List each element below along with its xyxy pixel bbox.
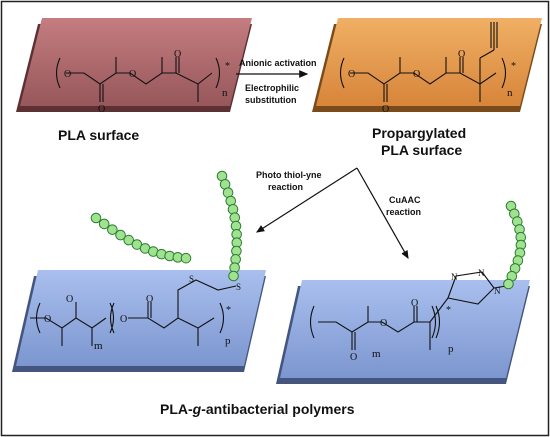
pla-o3: O (174, 49, 181, 60)
prop-o4: O (382, 104, 389, 115)
cu-m: m (372, 348, 381, 360)
thio-s1: S (189, 274, 194, 284)
arrow-cuaac (356, 167, 409, 260)
label-final: PLA-g-antibacterial polymers (160, 401, 355, 417)
cu-asterisk: * (446, 305, 451, 316)
cuaac-structure (309, 271, 507, 350)
polymer-bead-chains (90, 170, 527, 290)
thio-o1: O (44, 314, 51, 325)
thio-o2: O (120, 314, 127, 325)
label-thiolyne-1: Photo thiol-yne (256, 170, 322, 180)
label-cuaac-2: reaction (386, 207, 421, 217)
thiolyne-chain-1-bead (107, 224, 118, 235)
propargyl-slab (312, 18, 542, 112)
label-electrophilic-1: Electrophilic (245, 83, 299, 93)
pla-o2: O (129, 69, 136, 80)
label-final-g: g (192, 401, 202, 417)
arrow-thiolyne (255, 167, 358, 233)
thiolyne-chain-1-bead (123, 234, 135, 246)
thiolyne-chain-2-bead (228, 270, 239, 282)
thio-o3: O (146, 294, 153, 305)
thio-o4: O (66, 294, 73, 305)
cu-o1: O (380, 318, 387, 329)
thio-asterisk: * (226, 305, 231, 316)
thio-p: p (225, 335, 231, 347)
pla-structure (55, 57, 221, 102)
prop-o3: O (458, 49, 465, 60)
cu-p: p (448, 343, 454, 355)
thiolyne-chain-1-bead (90, 212, 102, 224)
label-propargylated-1: Propargylated (372, 125, 466, 141)
prop-o2: O (413, 69, 420, 80)
label-propargylated-2: PLA surface (381, 142, 462, 158)
prop-o1: O (348, 69, 355, 80)
thiolyne-structure (30, 279, 237, 346)
pla-slab (16, 18, 252, 112)
cu-n1: N (451, 272, 458, 282)
label-cuaac-1: CuAAC (389, 195, 421, 205)
label-electrophilic-2: substitution (245, 95, 297, 105)
propargyl-structure (339, 22, 507, 102)
thiolyne-chain-1-bead (98, 218, 110, 230)
prop-n: n (507, 87, 513, 99)
pla-n: n (222, 87, 228, 99)
cu-o3: O (350, 352, 357, 363)
pla-o1: O (64, 69, 71, 80)
thio-s2: S (236, 282, 241, 292)
pla-o4: O (98, 104, 105, 115)
thio-m: m (94, 340, 103, 352)
thiolyne-chain-1-bead (180, 252, 192, 264)
label-final-suffix: -antibacterial polymers (201, 401, 354, 417)
cuaac-slab (276, 280, 530, 384)
pla-asterisk: * (225, 61, 230, 72)
label-final-prefix: PLA- (160, 401, 193, 417)
cu-n2: N (478, 268, 485, 278)
thiolyne-chain-1-bead (115, 229, 126, 241)
cuaac-chain-bead (503, 278, 514, 290)
label-anionic: Anionic activation (239, 58, 317, 68)
cu-n3: N (494, 286, 501, 296)
prop-asterisk: * (511, 61, 516, 72)
label-pla-surface: PLA surface (58, 127, 139, 143)
cu-o2: O (411, 298, 418, 309)
label-thiolyne-2: reaction (268, 182, 303, 192)
